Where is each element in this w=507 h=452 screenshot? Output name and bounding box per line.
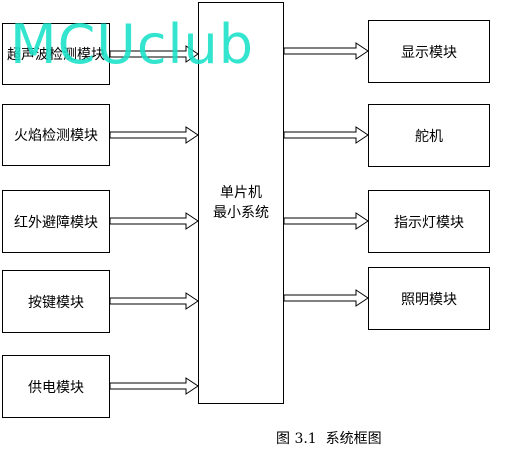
mcu-core-line2: 最小系统 <box>213 205 269 221</box>
arrow-power-to-mcu <box>109 377 199 395</box>
arrow-mcu-to-servo <box>283 126 369 144</box>
figure-title: 系统框图 <box>325 431 382 447</box>
output-module-lighting: 照明模块 <box>368 267 490 330</box>
figure-number: 图 3.1 <box>276 431 317 447</box>
mcu-core-line1: 单片机 <box>220 185 262 201</box>
input-module-flame: 火焰检测模块 <box>2 104 110 166</box>
arrow-mcu-to-indicator <box>283 212 369 230</box>
arrow-keypad-to-mcu <box>109 292 199 310</box>
input-module-infrared: 红外避障模块 <box>2 190 110 253</box>
input-module-keypad: 按键模块 <box>2 270 110 333</box>
arrow-infrared-to-mcu <box>109 212 199 230</box>
input-module-ultrasonic: 超声波检测模块 <box>2 23 110 85</box>
watermark: MCUclub <box>10 13 255 76</box>
output-module-servo: 舵机 <box>368 104 490 167</box>
arrow-mcu-to-display <box>283 42 369 60</box>
arrow-mcu-to-lighting <box>283 289 369 307</box>
arrow-flame-to-mcu <box>109 126 199 144</box>
output-module-display: 显示模块 <box>368 20 490 83</box>
mcu-core-block: 单片机 最小系统 <box>198 2 284 404</box>
figure-caption: 图 3.1 系统框图 <box>276 428 382 448</box>
input-module-power: 供电模块 <box>2 355 110 418</box>
arrow-ultrasonic-to-mcu <box>109 45 199 63</box>
output-module-indicator: 指示灯模块 <box>368 190 490 253</box>
